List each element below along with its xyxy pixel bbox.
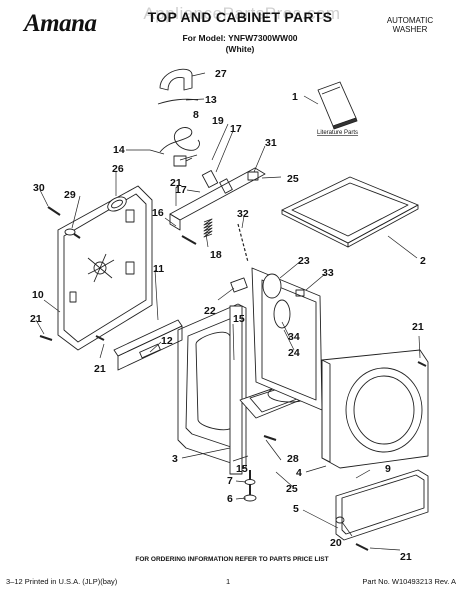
callout-1: 1 [292, 91, 298, 103]
callout-27: 27 [215, 68, 227, 80]
callout-20: 20 [330, 537, 342, 549]
callout-21e: 21 [400, 551, 412, 563]
callout-25a: 25 [287, 173, 299, 185]
callout-32: 32 [237, 208, 249, 220]
callout-18: 18 [210, 249, 222, 261]
literature-booklet-drawing [317, 81, 358, 130]
page-number: 1 [226, 577, 231, 586]
product-type-line-1: AUTOMATIC [386, 16, 434, 25]
product-type-line-2: WASHER [392, 25, 428, 34]
callout-28: 28 [287, 453, 299, 465]
callout-3: 3 [172, 453, 178, 465]
callout-14: 14 [113, 144, 125, 156]
callout-12: 12 [161, 335, 173, 347]
callout-23: 23 [298, 255, 310, 267]
rear-panel-drawing [57, 185, 153, 351]
right-side-panel-drawing [251, 267, 323, 411]
leader-lines [35, 72, 421, 551]
callout-15b: 15 [236, 463, 248, 475]
callout-33: 33 [322, 267, 334, 279]
seal-drawing [107, 196, 127, 212]
callout-21d: 21 [412, 321, 424, 333]
leveling-leg-drawing [243, 435, 277, 502]
callout-8: 8 [193, 109, 199, 121]
callout-30: 30 [33, 182, 45, 194]
callout-25b: 25 [286, 483, 298, 495]
callout-17b: 17 [175, 184, 187, 196]
hinge-drawing [159, 68, 193, 91]
clip-drawing [230, 273, 282, 299]
callout-2: 2 [420, 255, 426, 267]
print-info: 3–12 Printed in U.S.A. (JLP)(bay) [6, 577, 118, 586]
callout-11: 11 [153, 263, 164, 275]
callout-4: 4 [296, 467, 302, 479]
spring-drawing [181, 218, 213, 245]
left-side-panel-drawing [177, 303, 247, 475]
callout-7: 7 [227, 475, 233, 487]
callout-29: 29 [64, 189, 76, 201]
callout-22: 22 [204, 305, 216, 317]
brace-drawing [113, 319, 183, 371]
callout-5: 5 [293, 503, 299, 515]
callout-24: 24 [288, 347, 300, 359]
brand-logo: Amana [24, 10, 97, 37]
top-panel-drawing [281, 176, 419, 248]
ordering-note: FOR ORDERING INFORMATION REFER TO PARTS … [135, 556, 329, 563]
color-line: (White) [225, 44, 255, 54]
callout-13: 13 [205, 94, 217, 106]
cable-drawing [237, 223, 249, 263]
console-bracket-drawing [169, 167, 266, 231]
screws-bottom-drawing [39, 335, 427, 551]
toe-panel-drawing [335, 469, 429, 541]
callout-16: 16 [152, 207, 164, 219]
callout-21a: 21 [170, 177, 182, 189]
page-title: TOP AND CABINET PARTS [147, 9, 333, 25]
watermark: AppliancePartsPros.com [143, 4, 341, 23]
callout-21b: 21 [30, 313, 42, 325]
callout-31: 31 [265, 137, 277, 149]
callout-19: 19 [212, 115, 224, 127]
front-cabinet-drawing [321, 349, 429, 469]
wire-harness-drawing [149, 98, 200, 155]
callout-9: 9 [385, 463, 391, 475]
switch-drawing [173, 155, 193, 167]
literature-parts-label: Literature Parts [317, 130, 358, 136]
model-line: For Model: YNFW7300WW00 [182, 33, 298, 43]
callout-26: 26 [112, 163, 124, 175]
callout-6: 6 [227, 493, 233, 505]
product-type: AUTOMATIC WASHER [370, 16, 450, 34]
callout-17a: 17 [230, 123, 242, 135]
screws-left-drawing [47, 206, 81, 239]
callout-10: 10 [32, 289, 44, 301]
callout-21c: 21 [94, 363, 106, 375]
callout-34: 34 [288, 331, 300, 343]
callout-15a: 15 [233, 313, 245, 325]
part-number: Part No. W10493213 Rev. A [362, 577, 456, 586]
